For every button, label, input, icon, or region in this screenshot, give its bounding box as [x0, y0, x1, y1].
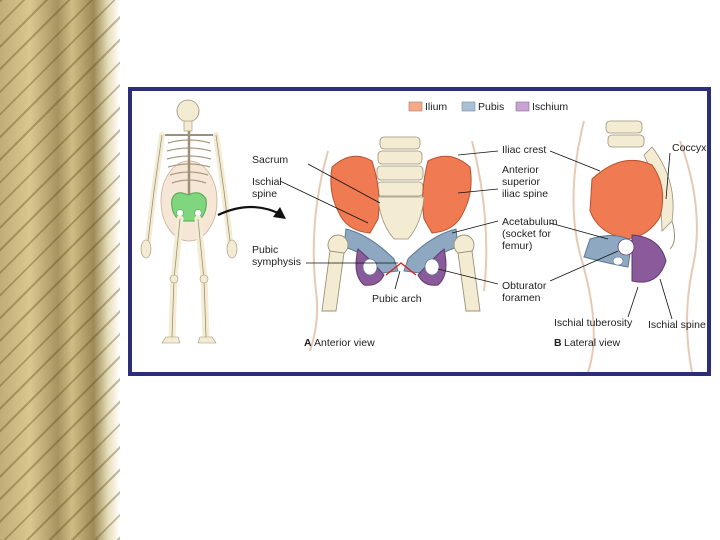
legend-swatch-ilium	[408, 101, 423, 112]
label-coccyx: Coccyx	[672, 142, 707, 154]
label-acetabulum-line3: femur)	[502, 240, 532, 252]
legend-swatch-ischium	[515, 101, 530, 112]
wood-border-decoration	[0, 0, 120, 540]
label-asis-line2: superior	[502, 176, 540, 188]
label-asis-line3: iliac spine	[502, 188, 548, 200]
legend-label-ischium: Ischium	[532, 101, 568, 113]
label-pubic-arch: Pubic arch	[372, 293, 422, 305]
label-pubic-symphysis-line2: symphysis	[252, 256, 301, 268]
legend-label-ilium: Ilium	[425, 101, 447, 113]
label-obturator-line2: foramen	[502, 292, 541, 304]
lateral-pelvis	[572, 120, 698, 372]
caption-b-text: Lateral view	[564, 337, 620, 349]
label-asis-line1: Anterior	[502, 164, 539, 176]
view-captions: A Anterior view B Lateral view	[304, 337, 620, 349]
labels: Sacrum Ischial spine Pubic symphysis Pub…	[252, 142, 707, 331]
label-acetabulum-line2: (socket for	[502, 228, 552, 240]
label-ischial-spine-line2: spine	[252, 188, 277, 200]
label-ischial-tuberosity: Ischial tuberosity	[554, 317, 633, 329]
pelvis-figure: Ilium Pubis Ischium	[140, 99, 707, 372]
legend-label-pubis: Pubis	[478, 101, 504, 113]
label-iliac-crest: Iliac crest	[502, 144, 546, 156]
anterior-pelvis	[309, 136, 488, 352]
label-ischial-spine-line1: Ischial	[252, 176, 282, 188]
label-sacrum: Sacrum	[252, 154, 288, 166]
legend: Ilium Pubis Ischium	[408, 101, 568, 113]
label-acetabulum-line1: Acetabulum	[502, 216, 558, 228]
label-pubic-symphysis-line1: Pubic	[252, 244, 278, 256]
figure-frame: Ilium Pubis Ischium	[128, 87, 711, 376]
legend-swatch-pubis	[461, 101, 476, 112]
caption-a-text: Anterior view	[314, 337, 375, 349]
leader-lines	[279, 150, 673, 320]
label-obturator-line1: Obturator	[502, 280, 547, 292]
caption-a-letter: A	[304, 337, 312, 349]
skeleton-figure	[140, 99, 238, 344]
caption-b-letter: B	[554, 337, 562, 349]
pointer-arrowhead	[273, 207, 286, 219]
label-ischial-spine-b: Ischial spine	[648, 319, 706, 331]
